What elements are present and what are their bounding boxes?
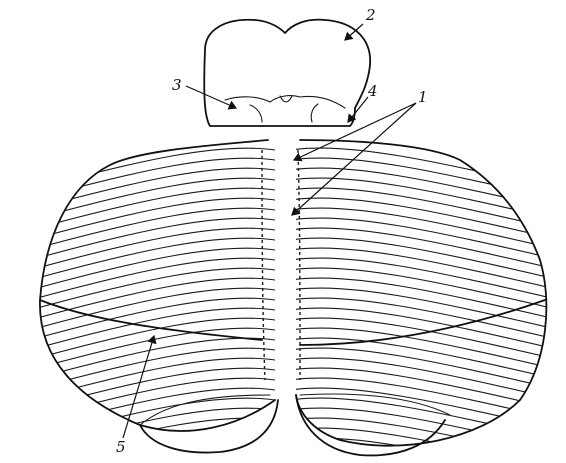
folium-line bbox=[30, 218, 275, 260]
folium-line bbox=[290, 418, 560, 460]
folium-line bbox=[290, 328, 560, 370]
folium-line bbox=[30, 328, 275, 370]
folium-line bbox=[30, 168, 275, 210]
folium-line bbox=[30, 248, 275, 290]
folium-line bbox=[290, 238, 560, 280]
folium-line bbox=[30, 338, 275, 380]
label-5: 5 bbox=[116, 438, 126, 456]
peduncle-left bbox=[250, 105, 262, 122]
folium-line bbox=[30, 278, 275, 320]
folium-line bbox=[290, 148, 560, 190]
folium-line bbox=[290, 368, 560, 410]
vermis-left-border bbox=[262, 150, 265, 380]
label-4: 4 bbox=[367, 82, 378, 100]
folium-line bbox=[290, 258, 560, 300]
left-hemisphere-outline bbox=[40, 140, 275, 431]
label-3: 3 bbox=[172, 76, 182, 94]
folium-line bbox=[30, 348, 275, 390]
peduncle-right bbox=[311, 104, 318, 122]
folium-line bbox=[30, 388, 275, 430]
folium-line bbox=[30, 378, 275, 420]
folium-line bbox=[290, 268, 560, 310]
folium-line bbox=[30, 298, 275, 340]
folium-line bbox=[30, 358, 275, 400]
folium-line bbox=[290, 278, 560, 320]
folium-line bbox=[30, 268, 275, 310]
folium-line bbox=[30, 198, 275, 240]
folium-line bbox=[30, 208, 275, 250]
arrow-3 bbox=[186, 86, 236, 108]
folium-line bbox=[290, 158, 560, 200]
folium-line bbox=[30, 158, 275, 200]
label-1: 1 bbox=[418, 88, 428, 106]
folium-line bbox=[30, 188, 275, 230]
right-hemisphere-folia bbox=[290, 148, 560, 463]
label-2: 2 bbox=[365, 6, 376, 24]
folium-line bbox=[30, 438, 275, 463]
folium-line bbox=[30, 258, 275, 300]
folium-line bbox=[30, 148, 275, 190]
folium-line bbox=[290, 168, 560, 210]
folium-line bbox=[30, 308, 275, 350]
folium-line bbox=[290, 248, 560, 290]
folium-line bbox=[290, 208, 560, 250]
folium-line bbox=[290, 218, 560, 260]
brainstem-outline bbox=[204, 20, 370, 126]
folium-line bbox=[290, 318, 560, 360]
folium-line bbox=[30, 238, 275, 280]
folium-line bbox=[30, 178, 275, 220]
folium-line bbox=[290, 188, 560, 230]
folium-line bbox=[290, 398, 560, 440]
folium-line bbox=[30, 228, 275, 270]
folium-line bbox=[290, 348, 560, 390]
folium-line bbox=[290, 228, 560, 270]
folium-line bbox=[30, 428, 275, 463]
folium-line bbox=[290, 378, 560, 420]
folium-line bbox=[290, 178, 560, 220]
